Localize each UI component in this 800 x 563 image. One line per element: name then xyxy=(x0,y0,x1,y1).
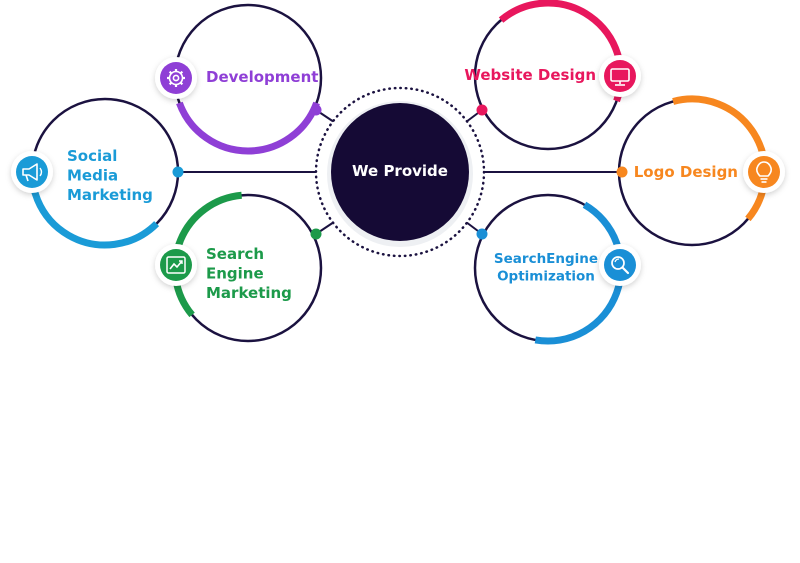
service-label-line: Engine xyxy=(206,265,264,283)
service-label-line: Media xyxy=(67,167,118,185)
magnifier-icon xyxy=(599,244,641,286)
service-accent-arc xyxy=(672,95,769,222)
service-label-line: Search xyxy=(206,245,264,263)
service-label-line: Logo Design xyxy=(634,163,738,181)
service-logo-design: Logo Design xyxy=(616,95,785,247)
service-label: Website Design xyxy=(464,66,596,84)
connector-dot xyxy=(310,228,322,240)
gear-icon xyxy=(155,57,197,99)
lightbulb-icon xyxy=(743,151,785,193)
service-accent-arc xyxy=(176,101,320,155)
service-label-line: Social xyxy=(67,147,117,165)
service-accent-arc xyxy=(534,201,625,345)
service-development: Development xyxy=(155,3,323,155)
megaphone-icon xyxy=(11,151,53,193)
connector-dot xyxy=(476,104,488,116)
service-accent-arc xyxy=(171,191,242,318)
connector-dot xyxy=(172,166,184,178)
service-label: Development xyxy=(206,68,318,86)
connector-dot xyxy=(616,166,628,178)
center-label: We Provide xyxy=(352,162,448,180)
service-label-line: Optimization xyxy=(497,269,595,285)
service-label: Logo Design xyxy=(634,163,738,181)
connector-dot xyxy=(476,228,488,240)
service-label-line: Website Design xyxy=(464,66,596,84)
service-label-line: Marketing xyxy=(67,186,153,204)
service-label-line: Development xyxy=(206,68,318,86)
service-label-line: Marketing xyxy=(206,284,292,302)
monitor-icon xyxy=(599,55,641,97)
center-circle xyxy=(331,103,469,241)
service-website-design: Website Design xyxy=(464,0,641,151)
connector-dot xyxy=(310,104,322,116)
chart-icon xyxy=(155,244,197,286)
service-label-line: SearchEngine xyxy=(494,251,598,267)
center-hub: We Provide xyxy=(314,86,486,258)
